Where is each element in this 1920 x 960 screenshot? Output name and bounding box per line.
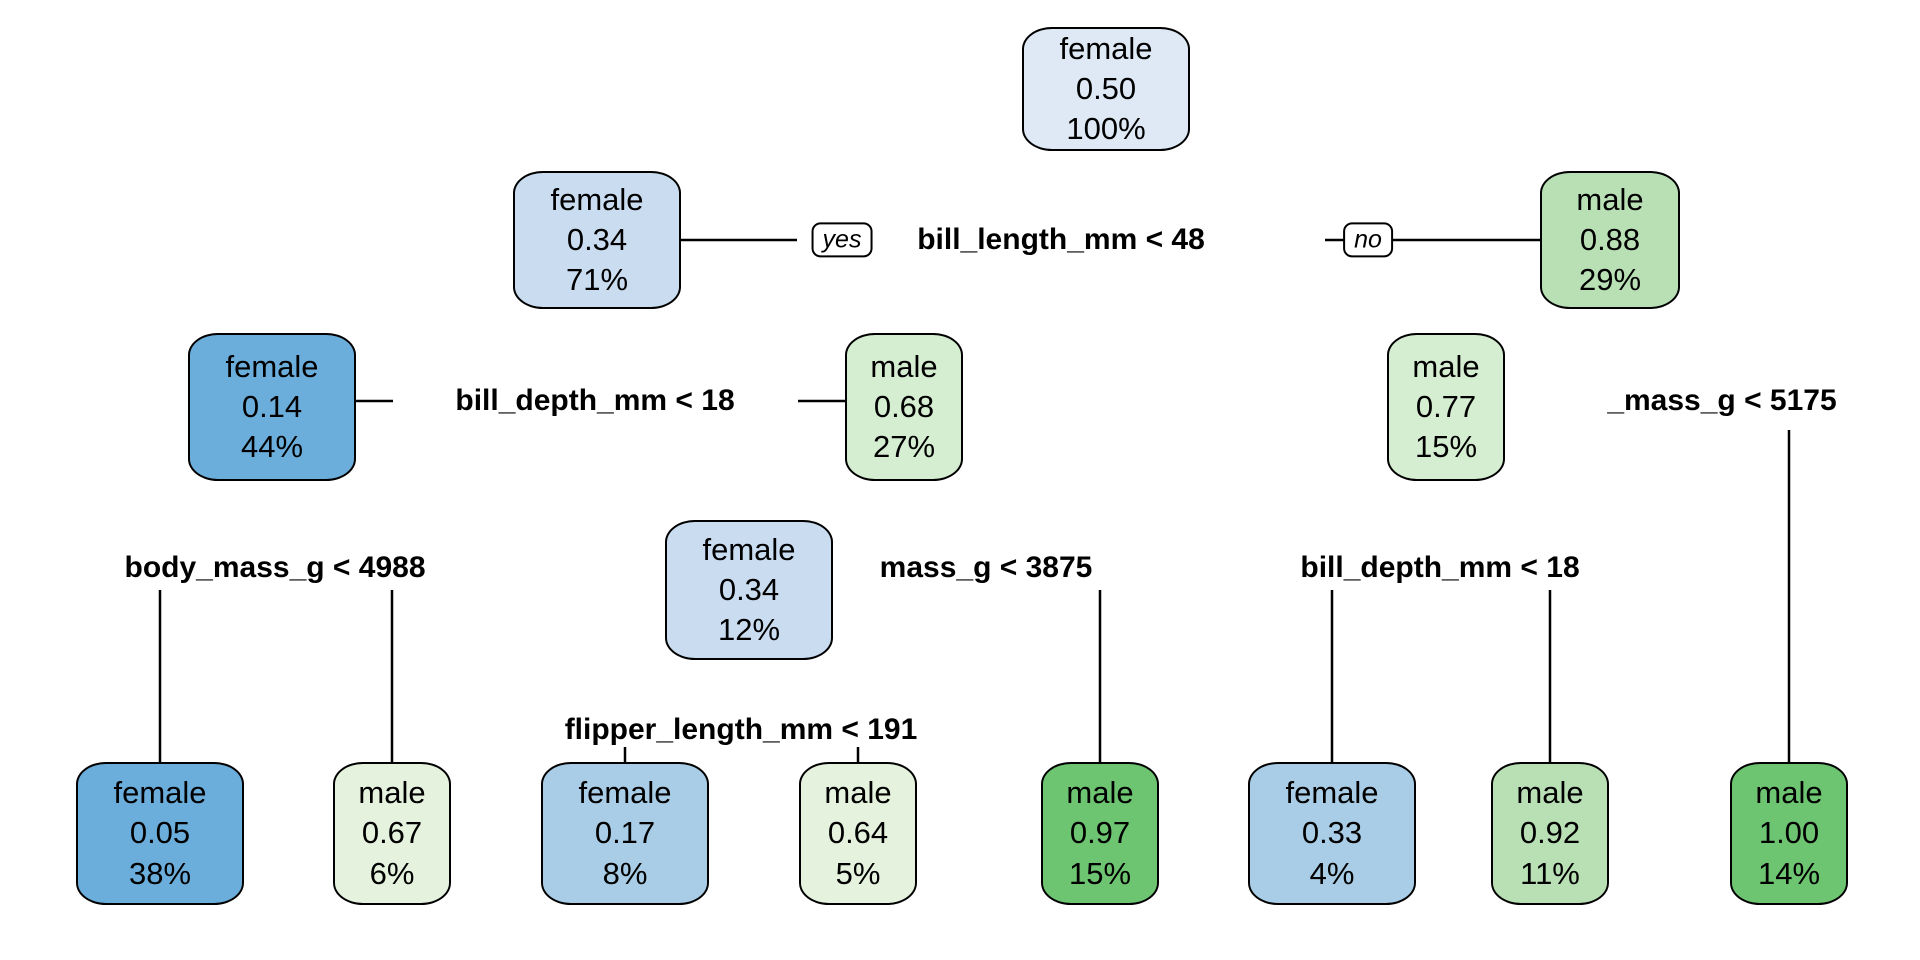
node-value: 1.00 bbox=[1758, 815, 1820, 851]
split-label-body-mass-4988[interactable]: body_mass_g < 4988 bbox=[121, 551, 429, 585]
split-label-bill-depth-left[interactable]: bill_depth_mm < 18 bbox=[452, 384, 738, 418]
node-percent: 15% bbox=[1414, 429, 1478, 465]
node-class-label: male bbox=[1576, 181, 1644, 217]
node-percent: 5% bbox=[835, 855, 881, 891]
node-percent: 12% bbox=[717, 612, 781, 648]
node-class-label: male bbox=[1755, 775, 1823, 811]
split-label-mass-5175[interactable]: _mass_g < 5175 bbox=[1604, 384, 1840, 418]
node-percent: 6% bbox=[369, 855, 415, 891]
node-value: 0.97 bbox=[1069, 815, 1131, 851]
node-class-label: male bbox=[1516, 775, 1584, 811]
node-percent: 15% bbox=[1068, 855, 1132, 891]
split-yes-badge[interactable]: yes bbox=[811, 222, 873, 258]
node-value: 0.77 bbox=[1415, 388, 1477, 424]
node-value: 0.17 bbox=[594, 815, 656, 851]
node-class-label: female bbox=[113, 775, 207, 811]
node-percent: 11% bbox=[1520, 855, 1580, 891]
node-value: 0.14 bbox=[241, 388, 303, 424]
split-label-bill-length[interactable]: bill_length_mm < 48 bbox=[914, 223, 1208, 257]
tree-node-root[interactable]: female 0.50 100% bbox=[1022, 27, 1190, 151]
node-value: 0.68 bbox=[873, 388, 935, 424]
node-value: 0.64 bbox=[827, 815, 889, 851]
tree-node-n6[interactable]: male 0.77 15% bbox=[1387, 333, 1505, 481]
tree-leaf-n14[interactable]: male 0.92 11% bbox=[1491, 762, 1609, 905]
node-class-label: male bbox=[358, 775, 426, 811]
node-value: 0.05 bbox=[129, 815, 191, 851]
node-percent: 27% bbox=[872, 429, 936, 465]
node-class-label: female bbox=[225, 348, 319, 384]
node-class-label: female bbox=[578, 775, 672, 811]
node-percent: 8% bbox=[602, 855, 648, 891]
node-value: 0.50 bbox=[1075, 70, 1137, 106]
tree-node-n4[interactable]: female 0.14 44% bbox=[188, 333, 356, 481]
node-value: 0.33 bbox=[1301, 815, 1363, 851]
tree-node-n5[interactable]: male 0.68 27% bbox=[845, 333, 963, 481]
tree-leaf-n8[interactable]: female 0.05 38% bbox=[76, 762, 244, 905]
node-value: 0.34 bbox=[566, 221, 628, 257]
tree-node-n2[interactable]: female 0.34 71% bbox=[513, 171, 681, 309]
tree-leaf-n12[interactable]: male 0.97 15% bbox=[1041, 762, 1159, 905]
node-class-label: female bbox=[550, 181, 644, 217]
split-no-badge[interactable]: no bbox=[1343, 222, 1393, 258]
tree-node-n3[interactable]: male 0.88 29% bbox=[1540, 171, 1680, 309]
node-value: 0.92 bbox=[1519, 815, 1581, 851]
tree-node-n7[interactable]: female 0.34 12% bbox=[665, 520, 833, 660]
node-class-label: female bbox=[1059, 30, 1153, 66]
node-value: 0.88 bbox=[1579, 221, 1641, 257]
node-value: 0.67 bbox=[361, 815, 423, 851]
node-value: 0.34 bbox=[718, 571, 780, 607]
node-percent: 38% bbox=[128, 855, 192, 891]
node-class-label: male bbox=[870, 348, 938, 384]
node-class-label: female bbox=[1285, 775, 1379, 811]
tree-leaf-n9[interactable]: male 0.67 6% bbox=[333, 762, 451, 905]
tree-leaf-n10[interactable]: female 0.17 8% bbox=[541, 762, 709, 905]
node-percent: 100% bbox=[1066, 111, 1146, 147]
tree-leaf-n11[interactable]: male 0.64 5% bbox=[799, 762, 917, 905]
split-label-bill-depth-right[interactable]: bill_depth_mm < 18 bbox=[1297, 551, 1583, 585]
node-percent: 44% bbox=[240, 429, 304, 465]
tree-leaf-n13[interactable]: female 0.33 4% bbox=[1248, 762, 1416, 905]
node-percent: 71% bbox=[565, 262, 629, 298]
node-class-label: male bbox=[1412, 348, 1480, 384]
node-percent: 4% bbox=[1309, 855, 1355, 891]
node-class-label: female bbox=[702, 531, 796, 567]
node-percent: 14% bbox=[1757, 855, 1821, 891]
split-label-mass-3875[interactable]: mass_g < 3875 bbox=[876, 551, 1096, 585]
split-label-flipper-length[interactable]: flipper_length_mm < 191 bbox=[561, 713, 921, 747]
tree-leaf-n15[interactable]: male 1.00 14% bbox=[1730, 762, 1848, 905]
node-percent: 29% bbox=[1578, 262, 1642, 298]
node-class-label: male bbox=[1066, 775, 1134, 811]
node-class-label: male bbox=[824, 775, 892, 811]
